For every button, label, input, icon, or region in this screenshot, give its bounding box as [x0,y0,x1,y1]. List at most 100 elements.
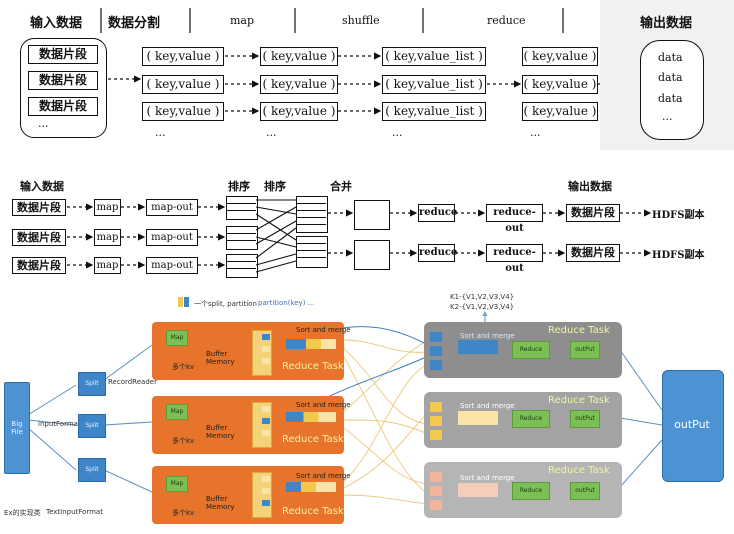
partition-chip-3c [262,500,270,506]
mid-out-split-1: 数据片段 [566,204,620,222]
bottom-flow-lines [27,311,663,493]
merged-bar-2 [286,412,336,422]
rt1-title: Reduce Task [548,325,610,336]
reduce-kv-2: ( key,value ) [522,75,598,94]
shuffle-cross-lines [255,199,297,273]
sort1-stack-2 [226,226,258,250]
rt3-merged [458,483,498,497]
mid-hdfs-1: HDFS副本 [652,210,705,221]
top-header-shuffle: shuffle [342,14,380,27]
rt1-sort-merge: Sort and merge [460,332,515,340]
partition-chip-2a [262,406,270,412]
sort2-stack-1 [296,196,328,233]
reduce-kv-3: ( key,value ) [522,102,598,121]
mid-header-input: 输入数据 [20,180,64,193]
bottom-shuffle-lines [339,339,429,505]
kv-line-2: K2-{V1,V2,V3,V4} [450,303,515,311]
sort1-stack-2-div-b [226,240,256,241]
rt1-input-c [430,360,442,370]
mid-reduceout-2: reduce-out [486,244,543,274]
mid-split-3: 数据片段 [12,257,66,274]
record-reader-label: RecordReader [108,378,157,386]
mid-map-3: map [94,257,121,274]
reduce-kv-1: ( key,value ) [522,47,598,66]
top-header-split: 数据分割 [108,16,161,31]
shuffle-kvl-1: ( key,value_list ) [382,47,486,66]
rt2-sort-merge: Sort and merge [460,402,515,410]
big-file-block [4,382,30,474]
sort2-stack-1-div-c [296,217,326,218]
rt2-reduce: Reduce [512,410,550,428]
legend-swatch-yellow [178,297,183,307]
top-header-separators [100,8,564,33]
output-ellipsis: ... [662,110,673,123]
merge-box-1 [354,200,390,230]
reduce-task-label-map-1: Reduce Task [282,361,344,372]
partition-chip-2c [262,430,270,436]
buffer-memory-2: Buffer Memory [206,424,235,440]
partition-chip-1a [262,334,270,340]
map-kv-2b: ( key,value ) [260,75,338,94]
mid-reduce-1: reduce [418,204,457,222]
map-kv-3a: ( key,value ) [142,102,224,121]
big-file-label: Big File [11,420,23,436]
buffer-stack-2 [252,402,272,448]
sort-merge-2: Sort and merge [296,401,351,409]
input-format-label: inputFormat [38,420,81,428]
sort2-stack-2-div-a [296,243,326,244]
output-cylinder [640,40,704,140]
footer-mid-label: TextInputFormat [46,508,103,516]
mid-mapout-3: map-out [146,257,198,274]
footer-left-label: Ex的实现类 [4,509,41,517]
mid-hdfs-2: HDFS副本 [652,250,705,261]
rt3-title: Reduce Task [548,465,610,476]
top-header-output-fg: 输出数据 [640,16,693,31]
partition-chip-2b [262,418,270,424]
map-ellipsis-a: ... [155,126,166,139]
rt2-input-b [430,416,442,426]
shuffle-ellipsis: ... [392,126,403,139]
input-split-3: 数据片段 [28,97,98,116]
rt1-output: outPut [570,341,600,359]
reduce-task-label-map-2: Reduce Task [282,434,344,445]
input-split-1: 数据片段 [28,45,98,64]
partition-chip-1b [262,346,270,352]
mid-map-2: map [94,229,121,246]
sort1-stack-3 [226,254,258,278]
merge-box-2 [354,240,390,270]
rt3-output: outPut [570,482,600,500]
final-output-label: outPut [674,418,710,431]
legend-text: 一个split, partition [194,300,257,308]
rt1-reduce: Reduce [512,341,550,359]
legend-note: partition(key) ... [258,299,315,307]
mid-out-split-2: 数据片段 [566,244,620,262]
output-data-1: data [658,51,683,64]
top-header-input: 输入数据 [30,16,83,31]
mid-map-1: map [94,199,121,216]
rt3-input-c [430,500,442,510]
rt2-input-c [430,430,442,440]
partition-chip-3a [262,476,270,482]
rt1-input-b [430,346,442,356]
rt3-reduce: Reduce [512,482,550,500]
merged-bar-1 [286,339,336,349]
map-kv-2a: ( key,value ) [142,75,224,94]
input-split-2: 数据片段 [28,71,98,90]
rt3-sort-merge: Sort and merge [460,474,515,482]
rt2-merged [458,411,498,425]
map-task-3 [152,466,344,524]
map-node-1: Map [166,330,188,346]
reduce-ellipsis: ... [530,126,541,139]
mid-split-2: 数据片段 [12,229,66,246]
split-block-2: Split [78,414,106,438]
mid-header-merge: 合并 [330,180,352,193]
mid-header-output: 输出数据 [568,180,612,193]
middle-arrows [67,203,652,269]
map-kv-3b: ( key,value ) [260,102,338,121]
rt2-input-a [430,402,442,412]
partition-chip-3b [262,488,270,494]
map-node-2: Map [166,404,188,420]
final-output-block [662,370,724,482]
map-ellipsis-b: ... [266,126,277,139]
sort2-stack-2-div-b [296,250,326,251]
